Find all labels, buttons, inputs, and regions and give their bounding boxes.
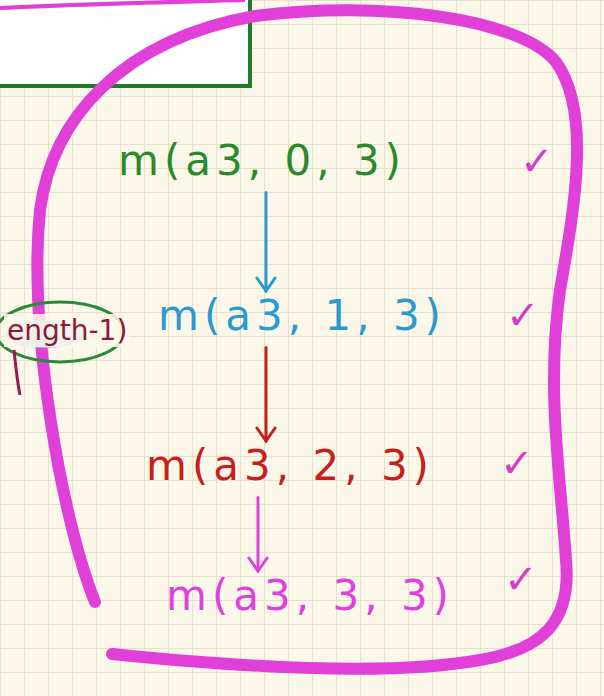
check-mark: ✓ xyxy=(504,556,538,602)
arrow-head xyxy=(249,558,267,571)
call-text: m(a3, 2, 3) xyxy=(146,441,434,491)
arrow-head xyxy=(257,428,275,441)
call-node: m(a3, 0, 3) xyxy=(110,132,414,190)
check-mark: ✓ xyxy=(520,138,554,184)
call-node: m(a3, 1, 3) xyxy=(150,287,454,345)
call-text: m(a3, 1, 3) xyxy=(158,291,446,341)
arrow-shaft xyxy=(265,192,268,291)
call-text: m(a3, 0, 3) xyxy=(118,136,406,186)
call-node: m(a3, 3, 3) xyxy=(158,567,462,625)
tick-stroke xyxy=(14,350,20,395)
note-fragment: ength-1) xyxy=(4,314,130,347)
arrow-head xyxy=(257,278,275,291)
check-mark: ✓ xyxy=(506,292,540,338)
check-mark: ✓ xyxy=(500,440,534,486)
pink-stroke xyxy=(0,0,245,8)
flow-arrow xyxy=(257,192,275,291)
arrow-shaft xyxy=(265,347,268,441)
flow-arrow xyxy=(257,347,275,441)
arrow-shaft xyxy=(257,497,260,571)
call-node: m(a3, 2, 3) xyxy=(138,437,442,495)
call-text: m(a3, 3, 3) xyxy=(166,571,454,621)
flow-arrow xyxy=(249,497,267,571)
